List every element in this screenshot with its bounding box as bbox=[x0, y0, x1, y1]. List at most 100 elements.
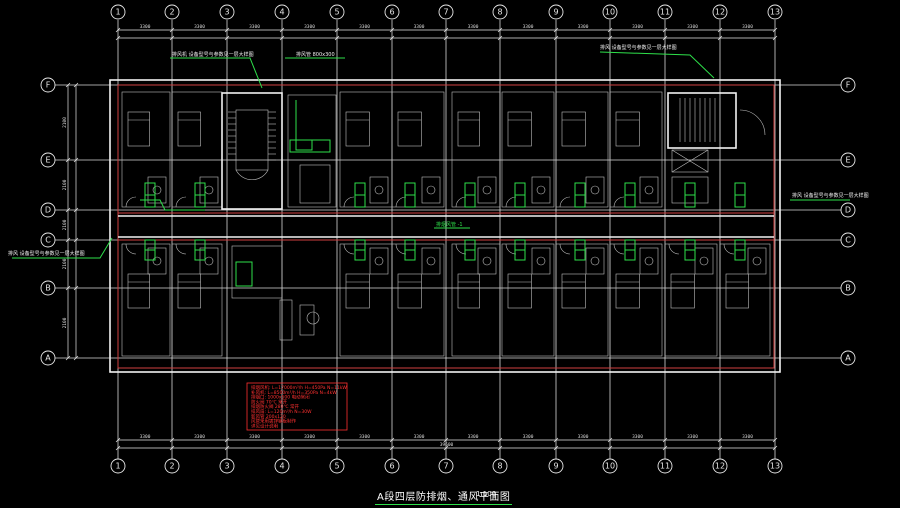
axis-bubble-x: 2 bbox=[164, 4, 180, 20]
svg-text:A: A bbox=[45, 354, 51, 363]
dimension-text: 3300 bbox=[632, 24, 643, 30]
axis-bubble-y: A bbox=[40, 350, 56, 366]
legend-line: 排烟口: 1000x500 电动常闭 bbox=[251, 394, 310, 401]
svg-text:5: 5 bbox=[334, 462, 339, 471]
dimension-text: 3300 bbox=[249, 434, 260, 440]
axis-bubble-y: C bbox=[40, 232, 56, 248]
building-outline bbox=[109, 79, 781, 373]
svg-text:9: 9 bbox=[553, 8, 558, 17]
svg-text:5: 5 bbox=[334, 8, 339, 17]
dimension-text: 2100 bbox=[62, 117, 68, 128]
svg-text:7: 7 bbox=[443, 462, 448, 471]
axis-bubble-x: 4 bbox=[274, 458, 290, 474]
svg-text:2: 2 bbox=[169, 462, 174, 471]
svg-text:3: 3 bbox=[224, 8, 229, 17]
axis-bubble-x: 10 bbox=[602, 458, 618, 474]
axis-bubble-y: B bbox=[840, 280, 856, 296]
svg-text:E: E bbox=[845, 156, 850, 165]
axis-bubble-x: 12 bbox=[712, 4, 728, 20]
note-top-center: 排风管 800x300 bbox=[296, 51, 335, 58]
dimension-text: 3300 bbox=[249, 24, 260, 30]
svg-text:F: F bbox=[846, 81, 851, 90]
svg-text:D: D bbox=[45, 206, 51, 215]
axis-bubble-y: E bbox=[840, 152, 856, 168]
svg-text:C: C bbox=[45, 236, 51, 245]
svg-text:4: 4 bbox=[279, 462, 284, 471]
svg-text:12: 12 bbox=[715, 8, 725, 17]
svg-text:6: 6 bbox=[389, 462, 394, 471]
axis-bubble-x: 5 bbox=[329, 458, 345, 474]
svg-text:F: F bbox=[46, 81, 51, 90]
axis-bubble-x: 11 bbox=[657, 458, 673, 474]
axis-bubble-x: 7 bbox=[438, 4, 454, 20]
axis-bubble-y: E bbox=[40, 152, 56, 168]
legend-line: 排烟防火阀 280℃ 常开 bbox=[251, 403, 300, 410]
svg-text:13: 13 bbox=[770, 462, 780, 471]
legend-line: 详见设计说明 bbox=[251, 422, 278, 429]
axis-bubble-x: 2 bbox=[164, 458, 180, 474]
svg-text:10: 10 bbox=[605, 462, 615, 471]
svg-text:13: 13 bbox=[770, 8, 780, 17]
note-corridor: 排烟风管 -1 bbox=[436, 221, 463, 228]
svg-text:C: C bbox=[845, 236, 851, 245]
guest-rooms bbox=[121, 91, 771, 357]
note-leaders bbox=[12, 51, 850, 259]
note-right: 排风 设备型号与参数见一层大样图 bbox=[792, 192, 869, 199]
dimension-text: 3300 bbox=[194, 24, 205, 30]
dimension-text: 3300 bbox=[523, 434, 534, 440]
dimension-text: 3300 bbox=[304, 24, 315, 30]
dimension-text: 3300 bbox=[742, 24, 753, 30]
legend-line: 新风管 200x120 bbox=[251, 413, 286, 420]
svg-text:11: 11 bbox=[660, 462, 670, 471]
axis-bubble-x: 5 bbox=[329, 4, 345, 20]
legend-line: 排风扇: L=120m³/h N=30W bbox=[251, 408, 312, 415]
legend-line: 风管采用镀锌钢板制作 bbox=[251, 418, 296, 425]
dimension-text: 2100 bbox=[62, 219, 68, 230]
svg-text:4: 4 bbox=[279, 8, 284, 17]
axis-bubble-x: 13 bbox=[767, 4, 783, 20]
svg-text:E: E bbox=[45, 156, 50, 165]
svg-text:6: 6 bbox=[389, 8, 394, 17]
dimension-text: 3300 bbox=[523, 24, 534, 30]
svg-text:11: 11 bbox=[660, 8, 670, 17]
dimension-text: 3300 bbox=[140, 434, 151, 440]
axis-bubble-x: 9 bbox=[548, 4, 564, 20]
stair-left bbox=[221, 92, 283, 210]
dimension-text: 3300 bbox=[359, 434, 370, 440]
axis-bubble-x: 1 bbox=[110, 458, 126, 474]
svg-text:9: 9 bbox=[553, 462, 558, 471]
dimension-text: 3300 bbox=[304, 434, 315, 440]
dimension-text: 3300 bbox=[468, 24, 479, 30]
axis-bubble-x: 6 bbox=[384, 458, 400, 474]
axis-bubble-x: 9 bbox=[548, 458, 564, 474]
dimension-text: 3300 bbox=[742, 434, 753, 440]
dimension-text: 3300 bbox=[140, 24, 151, 30]
drawing-title: A段四层防排烟、通风平面图 bbox=[375, 488, 513, 505]
legend-line: 排烟风机: L=17000m³/h H=450Pa N=11kW bbox=[251, 384, 347, 391]
axis-bubble-x: 13 bbox=[767, 458, 783, 474]
dimension-text: 3300 bbox=[687, 24, 698, 30]
axis-bubble-x: 3 bbox=[219, 4, 235, 20]
svg-text:2: 2 bbox=[169, 8, 174, 17]
svg-text:1: 1 bbox=[115, 462, 120, 471]
axis-grid-lines bbox=[55, 20, 845, 462]
dimension-text: 3300 bbox=[468, 434, 479, 440]
axis-bubble-y: D bbox=[840, 202, 856, 218]
note-top-left: 排风机 设备型号与参数见一层大样图 bbox=[172, 51, 254, 58]
legend-line: 补风机: L=8500m³/h H=350Pa N=4kW bbox=[251, 389, 337, 396]
note-top-right: 排风 设备型号与参数见一层大样图 bbox=[600, 44, 677, 51]
dimension-text: 3300 bbox=[414, 24, 425, 30]
svg-text:3: 3 bbox=[224, 462, 229, 471]
dimension-text: 2100 bbox=[62, 179, 68, 190]
svg-text:12: 12 bbox=[715, 462, 725, 471]
dimension-text: 3300 bbox=[194, 434, 205, 440]
axis-bubble-y: F bbox=[40, 77, 56, 93]
dimension-lines: 3300 3300 3300 3300 3300 3300 3300 3300 3300 3300… bbox=[62, 24, 778, 451]
axis-bubble-x: 7 bbox=[438, 458, 454, 474]
axis-bubble-x: 12 bbox=[712, 458, 728, 474]
note-left: 排风 设备型号与参数见一层大样图 bbox=[8, 250, 85, 257]
axis-bubble-x: 1 bbox=[110, 4, 126, 20]
axis-bubble-y: A bbox=[840, 350, 856, 366]
dimension-text: 3300 bbox=[687, 434, 698, 440]
